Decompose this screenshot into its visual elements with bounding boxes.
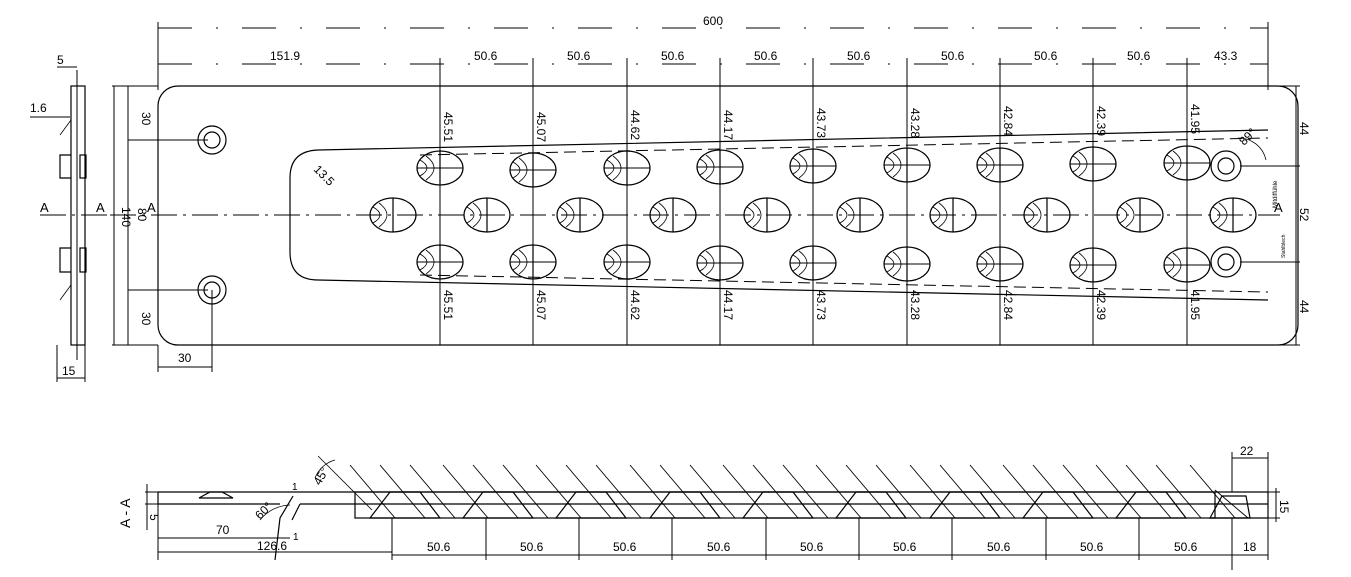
section-marker-top-left: A [147,200,156,215]
lower-dist-1: 45.51 [441,290,455,320]
section-right-18: 18 [1243,540,1257,554]
section-pitch-4: 50.6 [707,540,731,554]
lower-dist-2: 45.07 [534,290,548,320]
side-section-marker-left: A [40,200,49,215]
top-view-plate: 30 30 80 140 30 13.5 44 52 44 89° [110,85,1311,372]
first-offset-label: 151.9 [270,49,300,63]
section-pitch-2: 50.6 [520,540,544,554]
lower-dist-5: 43.73 [814,290,828,320]
upper-dist-2: 45.07 [534,112,548,142]
section-small-1a: 1 [292,482,298,493]
side-bottom-width-label: 15 [62,364,76,378]
upper-dist-3: 44.62 [628,110,642,140]
section-small-1b: 1 [293,532,299,543]
middle-row-bolts [369,197,1257,233]
section-pitch-7: 50.6 [987,540,1011,554]
pitch-label-8: 50.6 [1127,49,1151,63]
right-bottom-label: 44 [1297,300,1311,314]
right-top-label: 44 [1297,122,1311,136]
top-dimensions: 600 151.9 50.6 50.6 50.6 50.6 50.6 50.6 … [157,14,1269,345]
left-bottom-offset-label: 30 [139,312,153,326]
upper-dist-6: 43.28 [908,108,922,138]
section-right-22: 22 [1240,444,1254,458]
section-offset-126: 126.6 [257,539,287,553]
lower-row-bolts [416,244,1242,283]
lower-dist-3: 44.62 [628,290,642,320]
pitch-label-2: 50.6 [567,49,591,63]
lower-dist-7: 42.84 [1001,290,1015,320]
overall-length-label: 600 [703,14,723,28]
section-pitch-6: 50.6 [893,540,917,554]
section-right-15: 15 [1277,500,1291,514]
pitch-label-5: 50.6 [847,49,871,63]
section-angle-45: 45° [310,465,331,488]
section-marker-top-right: A [1274,200,1283,215]
left-top-offset-label: 30 [139,112,153,126]
pitch-label-6: 50.6 [941,49,965,63]
upper-dist-9: 41.95 [1188,104,1202,134]
section-pitch-3: 50.6 [613,540,637,554]
section-view: A - A 5 70 126.6 60° 45° 1 1 [117,444,1291,570]
last-offset-label: 43.3 [1214,49,1238,63]
section-pitch-9: 50.6 [1174,540,1198,554]
upper-dist-1: 45.51 [441,112,455,142]
section-angle-60: 60° [252,499,275,522]
section-pitch-8: 50.6 [1080,540,1104,554]
side-top-thickness-label: 5 [57,53,64,67]
section-pitch-5: 50.6 [800,540,824,554]
upper-dist-7: 42.84 [1001,106,1015,136]
side-view: 5 1.6 15 A A [30,53,110,382]
right-mid-label: 52 [1297,208,1311,222]
overall-width-label: 140 [119,207,133,227]
section-hatching [349,464,1249,519]
small-note-1: Mitdiffühle [1273,180,1279,208]
lower-dist-6: 43.28 [908,290,922,320]
lower-dist-8: 42.39 [1094,290,1108,320]
pitch-label-4: 50.6 [754,49,778,63]
corner-radius-label: 13.5 [311,162,338,189]
side-section-marker-right: A [96,200,105,215]
section-label: A - A [117,498,133,528]
upper-dist-8: 42.39 [1094,106,1108,136]
teeth-band [354,491,1251,519]
section-thickness-label: 5 [147,514,161,521]
small-note-2: Stahlblech [1281,234,1287,258]
lower-dist-9: 41.95 [1188,290,1202,320]
section-offset-70: 70 [216,523,230,537]
hole-offset-label: 30 [178,351,192,365]
upper-row-distance-labels: 45.51 45.07 44.62 44.17 43.73 43.28 42.8… [441,104,1202,142]
section-pitch-1: 50.6 [427,540,451,554]
pitch-label-3: 50.6 [661,49,685,63]
upper-dist-5: 43.73 [814,108,828,138]
upper-dist-4: 44.17 [721,110,735,140]
upper-row-bolts [416,145,1242,188]
taper-angle-label: 89° [1236,125,1259,148]
lower-row-distance-labels: 45.51 45.07 44.62 44.17 43.73 43.28 42.8… [441,290,1202,320]
pitch-label-7: 50.6 [1034,49,1058,63]
side-step-thickness-label: 1.6 [30,101,47,115]
pitch-label-1: 50.6 [474,49,498,63]
lower-dist-4: 44.17 [721,290,735,320]
pitch-ticks [439,58,1188,345]
